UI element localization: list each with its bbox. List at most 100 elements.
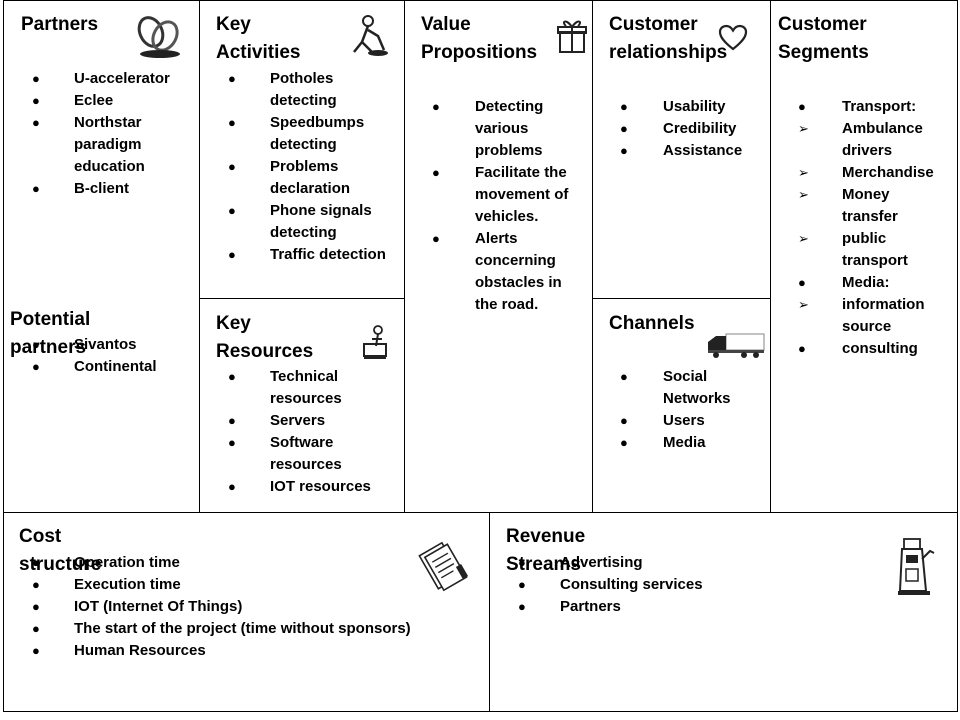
bullet-marker: ● [620,369,628,384]
bullet-marker: ● [518,555,526,570]
bullet-marker: ● [432,99,440,114]
list-item: ●Speedbumps detecting [228,112,398,156]
list-item: ●Users [620,410,765,432]
list-item-text: Problems declaration [270,158,351,197]
bullet-marker: ● [32,555,40,570]
potential-partners-title: Potential partners [10,309,91,358]
list-item-text: Consulting services [560,576,703,593]
customer-relationships-title: Customer relationships [609,11,727,67]
customer-segments-title: Customer Segments [778,11,869,67]
list-item: ● Consulting services [518,574,878,596]
list-item: ●Eclee [32,90,182,112]
list-item: ●Phone signals detecting [228,200,398,244]
list-item: ➢ Money transfer [794,184,944,228]
list-item-text: Money transfer [842,186,898,225]
chain-links-icon [134,12,186,65]
list-item: ➢Merchandise [794,162,944,184]
list-item: ●Partners [518,596,878,618]
list-item: ●Media [620,432,765,454]
list-item-text: Phone signals detecting [270,202,372,241]
list-item-text: public transport [842,230,908,269]
bullet-marker: ➢ [798,231,809,246]
bullet-marker: ● [32,337,40,352]
customer-segments-title-line1: Customer [778,14,867,35]
list-item-text: Continental [74,358,157,375]
cash-register-icon [896,535,938,602]
list-item: ●Potholes detecting [228,68,398,112]
bullet-marker: ● [228,413,236,428]
value-propositions-title-line1: Value [421,14,471,35]
list-item-text: Potholes detecting [270,70,337,109]
bullet-marker: ➢ [798,187,809,202]
channels-title: Channels [609,313,695,334]
bullet-marker: ● [32,71,40,86]
bullet-marker: ● [620,121,628,136]
grid-line [3,512,958,513]
worker-digging-icon [348,14,390,63]
list-item-text: Social Networks [663,368,731,407]
list-item: ●Detecting various problems [432,96,582,162]
bullet-marker: ● [798,341,806,356]
list-item: ●Media: [794,272,944,294]
grid-line [770,0,771,512]
list-item: ●Human Resources [32,640,452,662]
list-item-text: Merchandise [842,164,934,181]
list-item: ● Usability [620,96,765,118]
list-item-text: Operation time [74,554,180,571]
bullet-marker: ● [798,275,806,290]
list-item-text: Credibility [663,120,737,137]
bullet-marker: ● [620,413,628,428]
bullet-marker: ● [32,643,40,658]
bullet-marker: ● [228,159,236,174]
cost-structure-list: ●Operation time●Execution time●IOT (Inte… [32,552,452,662]
list-item: ● Advertising [518,552,878,574]
partners-list: ● U-accelerator ●Eclee●Northstar paradigm … [32,68,182,200]
list-item: ● Operation time [32,552,452,574]
list-item-text: information source [842,296,925,335]
list-item: ●Assistance [620,140,765,162]
list-item-text: consulting [842,340,918,357]
bullet-marker: ● [518,577,526,592]
bullet-marker: ● [32,115,40,130]
customer-segments-title-line2: Segments [778,42,869,63]
list-item-text: Assistance [663,142,743,159]
list-item: ● U-accelerator [32,68,182,90]
value-propositions-list: ●Detecting various problems●Facilitate t… [432,96,582,316]
cost-structure-title: Cost structure [19,526,102,575]
bullet-marker: ● [518,599,526,614]
grid-line [3,0,4,712]
grid-line [489,512,490,712]
bullet-marker: ● [620,99,628,114]
list-item: ●Continental [32,356,182,378]
bullet-marker: ● [228,115,236,130]
list-item: ● Problems declaration [228,156,398,200]
grid-line [199,0,200,512]
list-item: ● consulting [794,338,944,360]
bullet-marker: ● [32,577,40,592]
list-item-text: Execution time [74,576,181,593]
bullet-marker: ● [228,369,236,384]
value-propositions-title-line2: Propositions [421,42,538,63]
list-item-text: Advertising [560,554,643,571]
list-item-text: Traffic detection [270,246,386,263]
list-item-text: Ambulance drivers [842,120,923,159]
list-item-text: U-accelerator [74,70,170,87]
list-item-text: Sivantos [74,336,137,353]
list-item-text: Usability [663,98,726,115]
list-item-text: Alerts concerning obstacles in the road. [475,230,562,313]
list-item: ● Technical resources [228,366,398,410]
document-pages-icon [416,540,469,599]
list-item: ● Servers [228,410,398,432]
bullet-marker: ● [32,599,40,614]
revenue-streams-list: ● Advertising ● Consulting services ●Partner… [518,552,878,618]
list-item-text: Servers [270,412,326,429]
list-item: ●Northstar paradigm education [32,112,182,178]
bullet-marker: ● [798,99,806,114]
list-item-text: Transport: [842,98,917,115]
list-item: ● Sivantos [32,334,182,356]
customer-relationships-list: ● Usability ● Credibility ●Assistance [620,96,765,162]
list-item: ●B-client [32,178,182,200]
partners-title: Partners [21,14,99,35]
list-item-text: Technical resources [270,368,342,407]
